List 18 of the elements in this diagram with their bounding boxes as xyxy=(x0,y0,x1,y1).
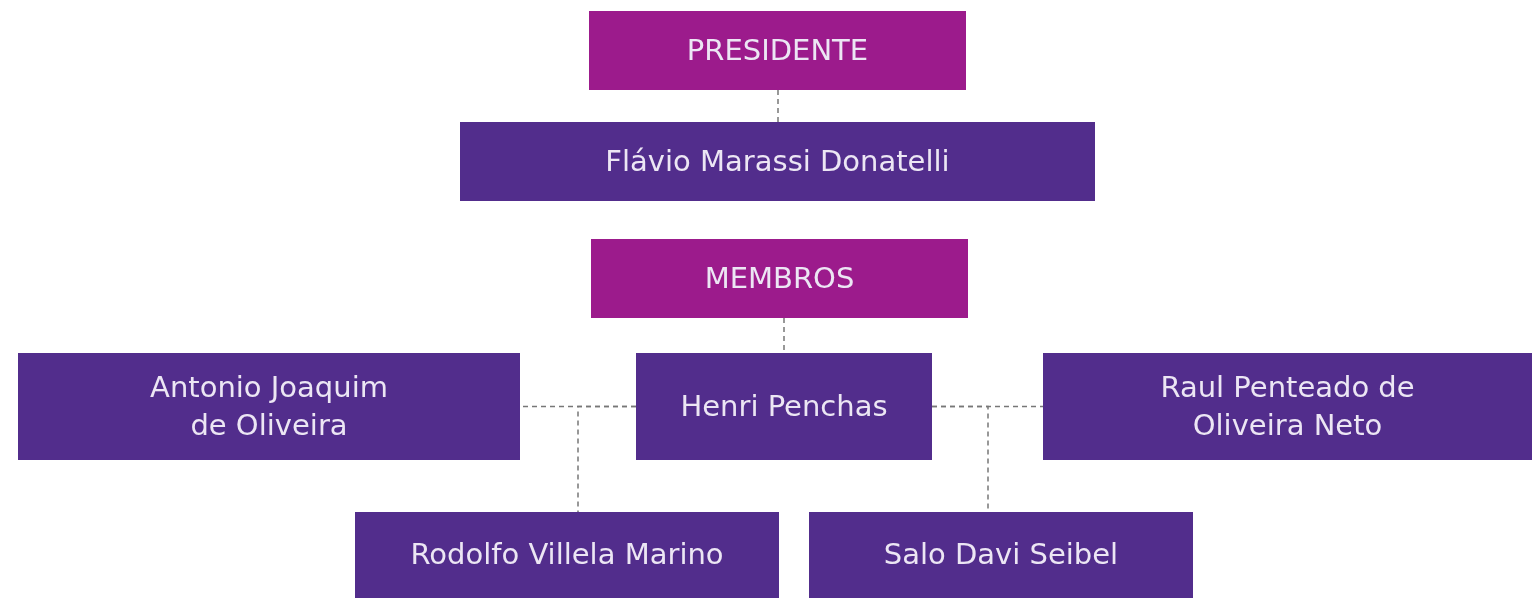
name-box xyxy=(18,353,520,460)
heading-box xyxy=(591,239,968,318)
node-label: Salo Davi Seibel xyxy=(883,536,1119,574)
heading-box xyxy=(589,11,966,90)
node-label: Rodolfo Villela Marino xyxy=(410,536,724,574)
connector-line xyxy=(777,89,779,123)
name-box xyxy=(460,122,1095,201)
node-label: Raul Penteado de Oliveira Neto xyxy=(1159,368,1416,444)
name-box xyxy=(636,353,932,460)
node-label: MEMBROS xyxy=(704,259,855,297)
connector-line xyxy=(577,405,637,513)
name-box xyxy=(355,512,779,598)
node-label: Henri Penchas xyxy=(680,387,888,425)
node-label: Antonio Joaquim de Oliveira xyxy=(149,368,389,444)
node-label: PRESIDENTE xyxy=(686,31,869,69)
name-box xyxy=(1043,353,1532,460)
node-label: Flávio Marassi Donatelli xyxy=(605,142,950,180)
name-box xyxy=(809,512,1193,598)
